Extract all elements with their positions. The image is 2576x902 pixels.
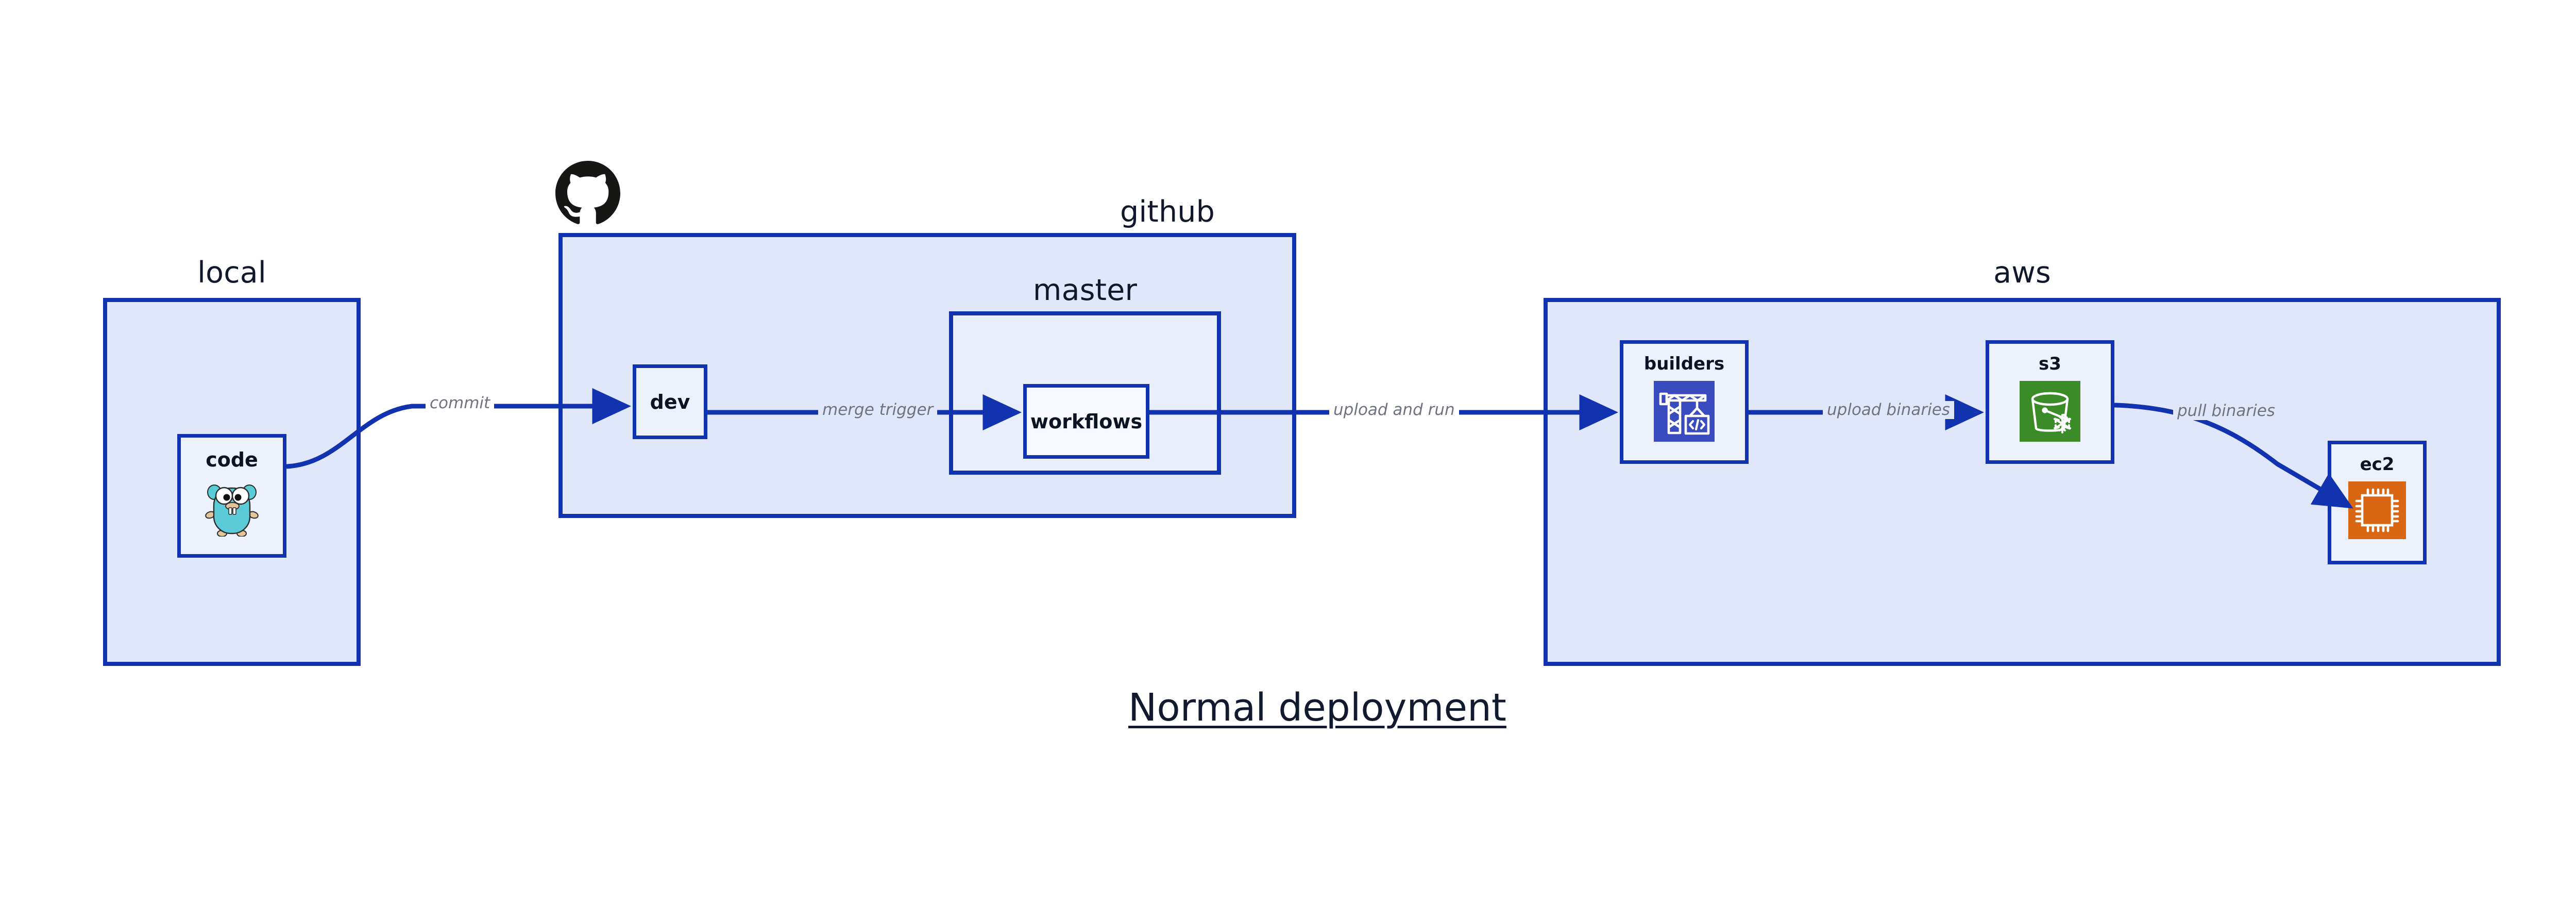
node-code[interactable]: code: [177, 434, 286, 558]
node-dev-label: dev: [650, 390, 690, 413]
group-github-label: github: [1120, 195, 1215, 229]
node-builders[interactable]: builders: [1620, 340, 1749, 464]
node-builders-label: builders: [1643, 354, 1725, 374]
node-code-label: code: [206, 448, 258, 471]
edge-label-merge-trigger: merge trigger: [818, 401, 938, 419]
node-s3[interactable]: s3: [1986, 340, 2114, 464]
edge-label-pull-binaries: pull binaries: [2173, 402, 2279, 420]
aws-codebuild-crane-icon: [1654, 381, 1715, 444]
edge-label-upload-and-run: upload and run: [1329, 401, 1459, 419]
aws-ec2-chip-icon: [2348, 481, 2406, 541]
diagram-title: Normal deployment: [1128, 686, 1506, 730]
node-s3-label: s3: [2039, 354, 2061, 374]
aws-s3-glacier-bucket-icon: [2020, 381, 2080, 444]
edge-label-upload-binaries: upload binaries: [1823, 401, 1954, 419]
group-aws-label: aws: [1993, 256, 2051, 290]
node-ec2-label: ec2: [2360, 454, 2395, 475]
github-octocat-logo: [555, 161, 620, 228]
group-master-label: master: [1032, 273, 1138, 307]
group-local-label: local: [197, 256, 266, 290]
node-workflows[interactable]: workflows: [1023, 384, 1149, 459]
node-workflows-label: workflows: [1030, 410, 1143, 433]
edge-label-commit: commit: [426, 394, 495, 412]
node-ec2[interactable]: ec2: [2328, 441, 2427, 564]
node-dev[interactable]: dev: [633, 364, 707, 439]
go-gopher-icon: [205, 477, 259, 539]
